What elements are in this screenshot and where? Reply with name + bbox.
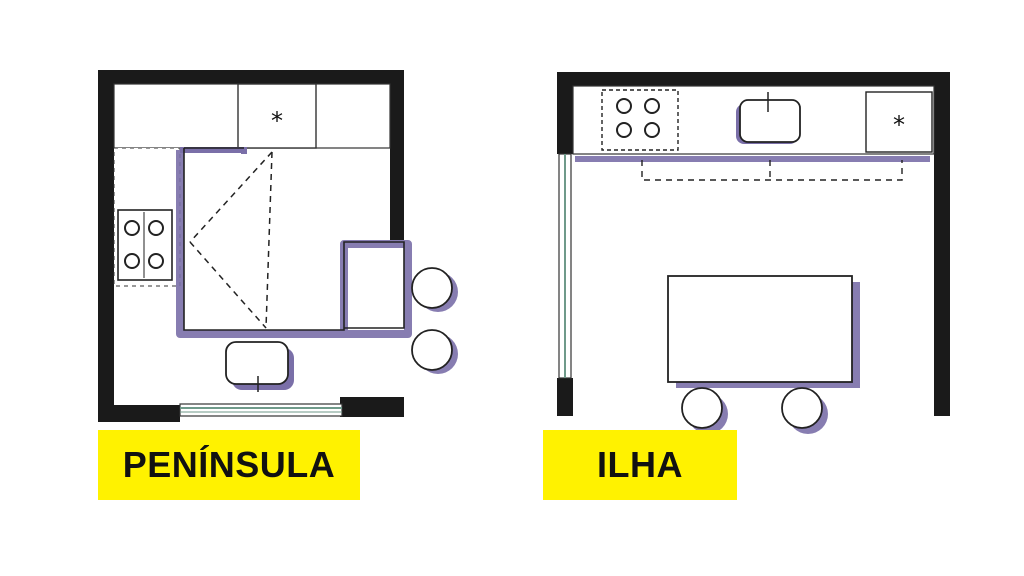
- peninsula-counter: [176, 147, 412, 338]
- window-bottom: [179, 403, 343, 417]
- wall-left-plan-top: [98, 70, 404, 84]
- asterisk-icon: *: [271, 107, 283, 135]
- island-plan: *: [557, 72, 950, 434]
- window-left: [558, 153, 572, 379]
- wall-left-plan-bottom-left: [98, 405, 180, 422]
- asterisk-icon: *: [893, 111, 905, 139]
- peninsula-plan: *: [98, 70, 458, 422]
- stool-circle-icon: [781, 387, 828, 434]
- sink-icon: [225, 341, 294, 392]
- wall-right-plan-right: [934, 72, 950, 416]
- wall-left-plan-right: [390, 70, 404, 240]
- top-counter: *: [113, 83, 391, 149]
- stool-circle-icon: [411, 267, 458, 312]
- stool-circle-icon: [411, 329, 458, 374]
- sink-icon: [736, 92, 801, 144]
- island: [667, 275, 860, 388]
- fridge: *: [865, 91, 933, 153]
- label-ilha: ILHA: [543, 430, 737, 500]
- four-burner-icon: [117, 209, 173, 281]
- four-burner-icon: [601, 89, 679, 151]
- fridge: [237, 83, 317, 149]
- work-triangle: [189, 151, 273, 329]
- wall-right-plan-left-bottom: [557, 378, 573, 416]
- wall-left-plan-bottom-right: [340, 397, 404, 417]
- wall-left-plan-left: [98, 70, 114, 422]
- label-peninsula: PENÍNSULA: [98, 430, 360, 500]
- wall-right-plan-left-top: [557, 72, 573, 154]
- stool-circle-icon: [681, 387, 728, 434]
- wall-right-plan-top: [557, 72, 950, 86]
- cabinet-dashed-line: [641, 160, 903, 181]
